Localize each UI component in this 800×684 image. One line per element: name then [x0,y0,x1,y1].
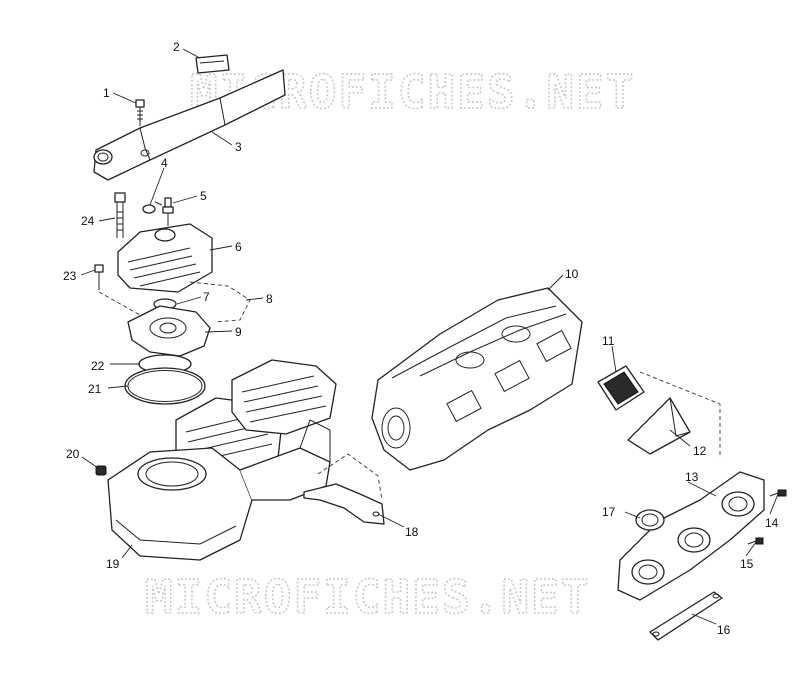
part-cover [93,69,286,181]
part-decal [195,54,230,74]
callout-13: 13 [685,470,699,484]
callout-11: 11 [602,334,615,348]
callout-12: 12 [693,444,707,458]
part-intake-manifold [617,471,765,601]
part-crankcase [371,287,583,471]
callout-10: 10 [565,267,579,281]
part-reed-block [627,371,721,458]
part-head-cover [117,223,213,293]
callout-5: 5 [200,189,207,203]
part-bolt-23 [94,264,104,290]
callout-9: 9 [235,325,242,339]
callout-14: 14 [765,516,779,530]
callout-3: 3 [235,140,242,154]
callout-2: 2 [173,40,180,54]
part-reed-valve [597,365,645,411]
part-cylinder-block [107,419,331,561]
part-nut-20 [95,465,107,476]
callout-7: 7 [203,290,210,304]
callout-20: 20 [66,447,80,461]
part-sensor-4 [142,201,163,214]
callout-17: 17 [602,505,616,519]
part-bolt-1 [135,99,145,126]
part-bracket [649,591,723,641]
part-cylinder-head [127,305,211,357]
part-flange-gasket [635,509,665,531]
callout-4: 4 [161,156,168,170]
callout-16: 16 [717,623,731,637]
callout-22: 22 [91,359,105,373]
callout-19: 19 [106,557,120,571]
callout-6: 6 [235,240,242,254]
callout-1: 1 [103,86,110,100]
callout-21: 21 [88,382,102,396]
part-screw-14 [769,489,787,497]
watermark-bottom: MICROFICHES.NET [145,570,590,624]
callout-23: 23 [63,269,77,283]
part-spark-plug [162,197,174,226]
part-screw-15 [747,537,764,545]
part-head-gasket [189,281,251,323]
callout-18: 18 [405,525,419,539]
part-bolt-24 [114,192,126,238]
callout-labels: 1 2 3 4 5 6 7 8 9 10 11 12 13 14 15 16 1… [63,40,779,637]
callout-8: 8 [266,292,273,306]
part-base-gasket [303,453,385,525]
callout-15: 15 [740,557,754,571]
part-ring-21 [124,367,206,405]
callout-24: 24 [81,214,95,228]
leader-lines [80,48,779,625]
